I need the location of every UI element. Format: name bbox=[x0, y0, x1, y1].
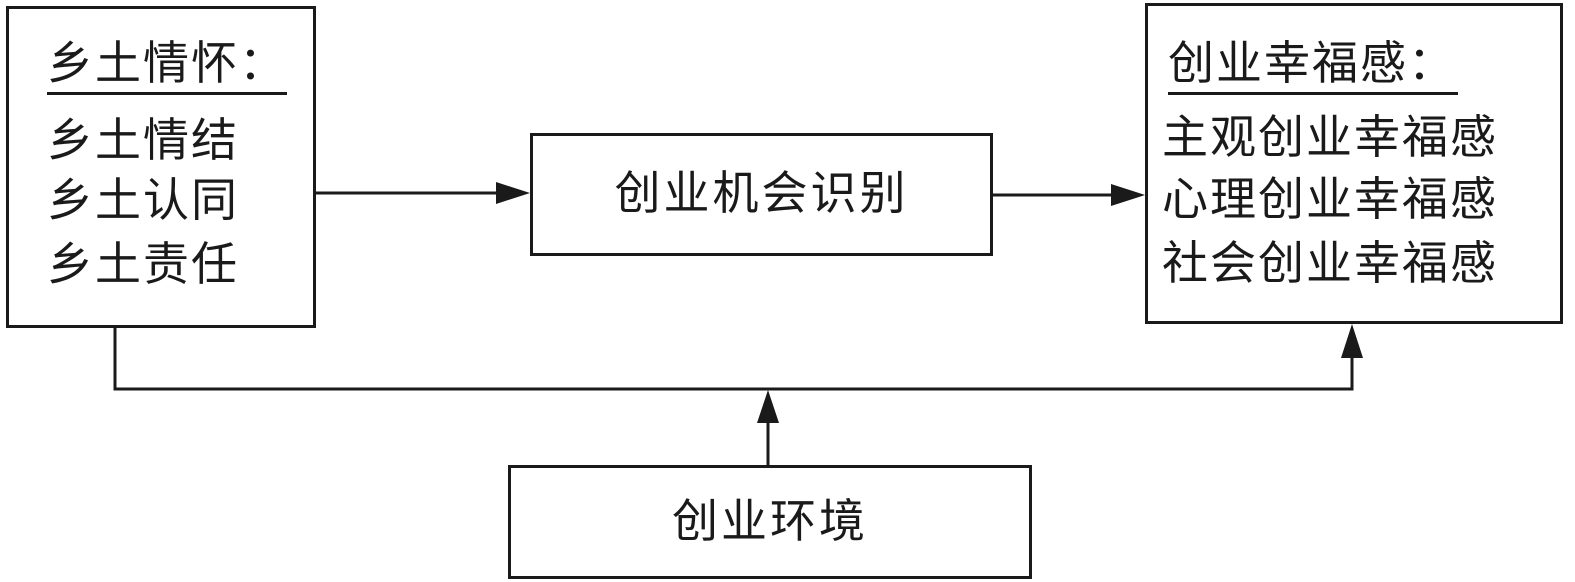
wellbeing-heading: 创业幸福感： bbox=[1168, 36, 1456, 90]
rural-sentiment-item-3: 乡土责任 bbox=[47, 237, 239, 291]
arrow-left-to-right-bypass bbox=[113, 328, 1354, 391]
entrepreneurial-environment-label: 创业环境 bbox=[672, 494, 868, 548]
arrowhead-left-to-middle bbox=[496, 182, 530, 204]
box-opportunity-recognition: 创业机会识别 bbox=[530, 133, 993, 256]
wellbeing-heading-underline bbox=[1168, 92, 1458, 95]
rural-sentiment-heading: 乡土情怀： bbox=[47, 36, 287, 90]
wellbeing-item-1: 主观创业幸福感 bbox=[1162, 110, 1498, 164]
opportunity-recognition-label: 创业机会识别 bbox=[614, 166, 909, 220]
box-entrepreneurial-wellbeing: 创业幸福感： 主观创业幸福感 心理创业幸福感 社会创业幸福感 bbox=[1145, 3, 1563, 324]
rural-sentiment-heading-underline bbox=[47, 92, 287, 95]
rural-sentiment-item-2: 乡土认同 bbox=[47, 173, 239, 227]
arrowhead-middle-to-right bbox=[1111, 184, 1145, 206]
arrowhead-bottom-moderator bbox=[757, 390, 779, 423]
box-rural-sentiment: 乡土情怀： 乡土情结 乡土认同 乡土责任 bbox=[6, 6, 316, 328]
wellbeing-item-3: 社会创业幸福感 bbox=[1162, 236, 1498, 290]
arrowhead-bypass-to-right bbox=[1341, 324, 1363, 358]
box-entrepreneurial-environment: 创业环境 bbox=[508, 465, 1032, 579]
rural-sentiment-item-1: 乡土情结 bbox=[47, 113, 239, 167]
wellbeing-item-2: 心理创业幸福感 bbox=[1162, 172, 1498, 226]
